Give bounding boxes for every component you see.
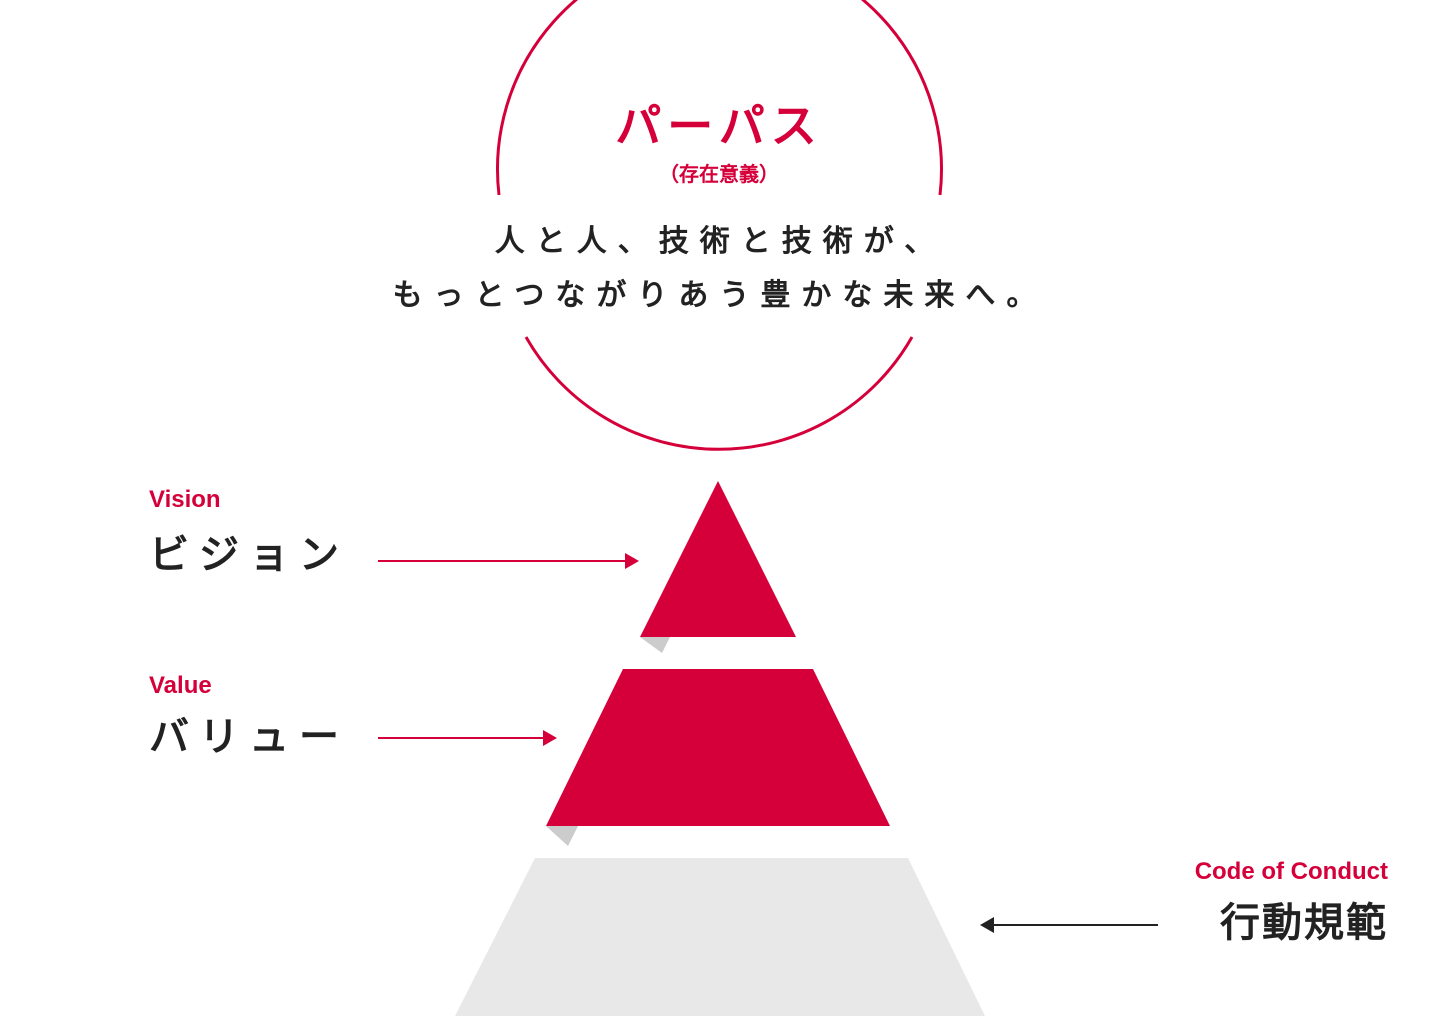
purpose-statement-line2: もっとつながりあう豊かな未来へ。	[392, 278, 1048, 313]
vision-en-label: Vision	[149, 486, 221, 513]
vision-arrow	[378, 553, 639, 569]
value-arrow	[378, 730, 557, 746]
vision-fold-shadow	[640, 637, 670, 653]
value-fold-shadow	[546, 826, 578, 846]
value-en-label: Value	[149, 672, 212, 699]
code-of-conduct-arrow	[980, 917, 1158, 933]
code-of-conduct-en-label: Code of Conduct	[1194, 858, 1388, 885]
code-of-conduct-jp-label: 行動規範	[1220, 900, 1388, 946]
vision-tier	[640, 481, 796, 637]
purpose-title: パーパス	[615, 99, 823, 153]
value-tier	[546, 669, 890, 826]
purpose-statement-line1: 人と人、技術と技術が、	[494, 224, 946, 259]
code-of-conduct-tier	[455, 858, 985, 1016]
value-jp-label: バリュー	[149, 714, 349, 760]
vision-jp-label: ビジョン	[149, 532, 349, 578]
purpose-circle-upper-arc	[496, 0, 943, 196]
purpose-circle-lower-arc	[524, 336, 914, 451]
purpose-subtitle: （存在意義）	[659, 162, 779, 186]
